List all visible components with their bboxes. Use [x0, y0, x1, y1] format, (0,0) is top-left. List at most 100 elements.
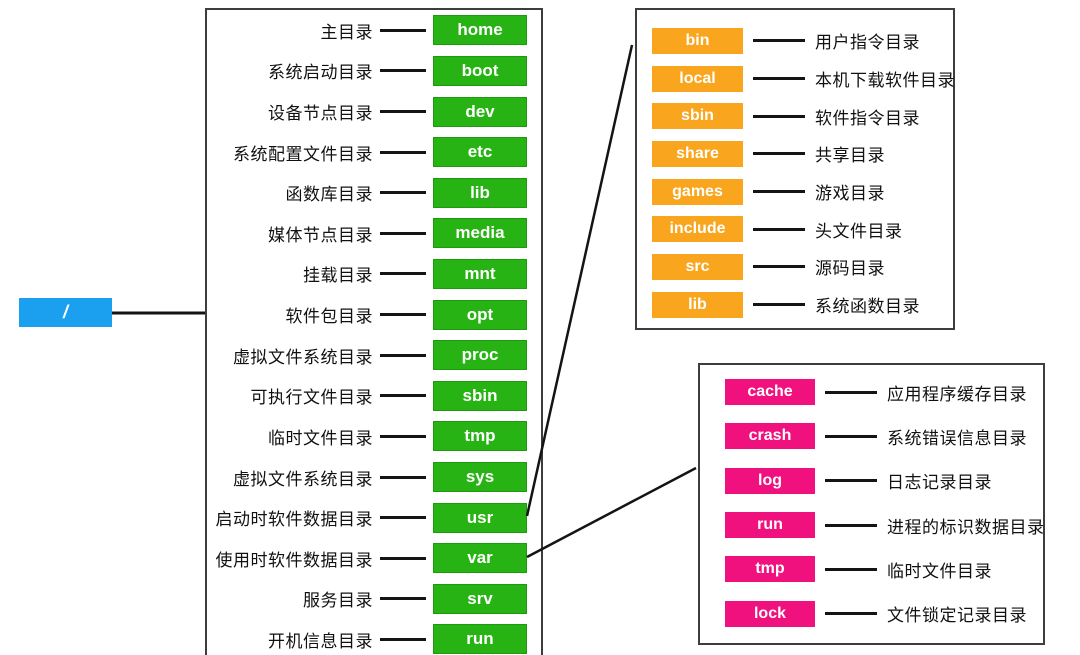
directory-node: var	[433, 543, 527, 574]
directory-description-label: 服务目录	[303, 591, 373, 611]
main-directory-row: 主目录 home	[207, 10, 527, 51]
directory-node: dev	[433, 96, 527, 127]
main-directory-row: 媒体节点目录 media	[207, 213, 527, 254]
var-subdirectories-panel: cache 应用程序缓存目录 crash 系统错误信息目录 log 日志记录目录…	[698, 363, 1045, 645]
subdirectory-description-label: 本机下载软件目录	[815, 71, 955, 91]
var-to-subtree-connector-line	[526, 466, 697, 559]
subdirectory-node: include	[652, 216, 743, 243]
subdirectory-row: src 源码目录	[652, 248, 953, 286]
main-directory-row: 虚拟文件系统目录 proc	[207, 335, 527, 376]
directory-node: boot	[433, 55, 527, 86]
directory-node: media	[433, 218, 527, 249]
connector-dash	[753, 114, 805, 118]
directory-node: run	[433, 624, 527, 655]
connector-dash	[753, 265, 805, 269]
connector-dash	[380, 637, 426, 641]
connector-dash	[380, 475, 426, 479]
directory-node: srv	[433, 583, 527, 614]
main-directory-row: 使用时软件数据目录 var	[207, 538, 527, 579]
subdirectory-row: cache 应用程序缓存目录	[725, 370, 1043, 414]
subdirectory-node: bin	[652, 27, 743, 54]
main-directory-row: 启动时软件数据目录 usr	[207, 497, 527, 538]
directory-description-label: 主目录	[320, 22, 373, 42]
connector-dash	[380, 313, 426, 317]
subdirectory-node: lock	[725, 600, 815, 627]
subdirectory-node: share	[652, 140, 743, 167]
directory-description-label: 系统启动目录	[268, 63, 373, 83]
connector-dash	[825, 479, 877, 483]
subdirectory-node: run	[725, 512, 815, 539]
subdirectory-row: sbin 软件指令目录	[652, 97, 953, 135]
directory-description-label: 可执行文件目录	[250, 388, 373, 408]
main-directory-row: 软件包目录 opt	[207, 294, 527, 335]
subdirectory-description-label: 游戏目录	[815, 184, 885, 204]
subdirectory-row: run 进程的标识数据目录	[725, 503, 1045, 547]
connector-dash	[380, 28, 426, 32]
subdirectory-row: include 头文件目录	[652, 210, 953, 248]
main-directory-row: 设备节点目录 dev	[207, 91, 527, 132]
subdirectory-row: games 游戏目录	[652, 173, 953, 211]
connector-dash	[380, 110, 426, 114]
connector-dash	[825, 567, 877, 571]
subdirectory-node: sbin	[652, 103, 743, 130]
subdirectory-node: crash	[725, 423, 815, 450]
subdirectory-node: local	[652, 65, 743, 92]
connector-dash	[380, 191, 426, 195]
main-directory-row: 挂载目录 mnt	[207, 254, 527, 295]
subdirectory-row: log 日志记录目录	[725, 459, 1043, 503]
connector-dash	[380, 597, 426, 601]
main-directory-row: 临时文件目录 tmp	[207, 416, 527, 457]
main-directory-row: 函数库目录 lib	[207, 172, 527, 213]
main-directory-row: 系统配置文件目录 etc	[207, 132, 527, 173]
main-directory-row: 可执行文件目录 sbin	[207, 375, 527, 416]
directory-description-label: 函数库目录	[285, 185, 373, 205]
main-directory-row: 系统启动目录 boot	[207, 51, 527, 92]
directory-description-label: 虚拟文件系统目录	[233, 469, 373, 489]
subdirectory-row: crash 系统错误信息目录	[725, 414, 1043, 458]
subdirectory-description-label: 头文件目录	[815, 221, 903, 241]
subdirectory-row: local 本机下载软件目录	[652, 60, 955, 98]
connector-dash	[380, 516, 426, 520]
directory-node: etc	[433, 137, 527, 168]
directory-description-label: 设备节点目录	[268, 104, 373, 124]
usr-subdirectories-panel: bin 用户指令目录 local 本机下载软件目录 sbin 软件指令目录 sh…	[635, 8, 955, 330]
directory-description-label: 临时文件目录	[268, 428, 373, 448]
directory-node: sbin	[433, 380, 527, 411]
connector-dash	[380, 272, 426, 276]
connector-dash	[380, 231, 426, 235]
subdirectory-row: tmp 临时文件目录	[725, 547, 1043, 591]
subdirectory-description-label: 临时文件目录	[887, 561, 992, 581]
directory-description-label: 系统配置文件目录	[233, 144, 373, 164]
subdirectory-node: tmp	[725, 556, 815, 583]
subdirectory-description-label: 用户指令目录	[815, 33, 920, 53]
subdirectory-description-label: 应用程序缓存目录	[887, 384, 1027, 404]
directory-description-label: 软件包目录	[285, 307, 373, 327]
directory-node: usr	[433, 502, 527, 533]
subdirectory-description-label: 源码目录	[815, 259, 885, 279]
connector-dash	[753, 152, 805, 156]
subdirectory-row: share 共享目录	[652, 135, 953, 173]
subdirectory-node: lib	[652, 291, 743, 318]
subdirectory-description-label: 进程的标识数据目录	[887, 517, 1045, 537]
connector-dash	[753, 303, 805, 307]
directory-node: sys	[433, 462, 527, 492]
connector-dash	[753, 227, 805, 231]
connector-dash	[380, 556, 426, 560]
subdirectory-description-label: 文件锁定记录目录	[887, 606, 1027, 626]
connector-dash	[825, 390, 877, 394]
main-directory-row: 开机信息目录 run	[207, 619, 527, 655]
directory-node: tmp	[433, 421, 527, 452]
subdirectory-row: bin 用户指令目录	[652, 22, 953, 60]
subdirectory-node: src	[652, 253, 743, 280]
directory-description-label: 开机信息目录	[268, 631, 373, 651]
subdirectory-description-label: 软件指令目录	[815, 108, 920, 128]
main-directories-panel: 主目录 home 系统启动目录 boot 设备节点目录 dev 系统配置文件目录…	[205, 8, 543, 655]
directory-description-label: 媒体节点目录	[268, 225, 373, 245]
root-directory-node: /	[19, 298, 112, 327]
directory-description-label: 虚拟文件系统目录	[233, 347, 373, 367]
subdirectory-description-label: 日志记录目录	[887, 473, 992, 493]
main-directory-row: 服务目录 srv	[207, 579, 527, 620]
connector-dash	[380, 150, 426, 154]
directory-description-label: 启动时软件数据目录	[215, 510, 373, 530]
